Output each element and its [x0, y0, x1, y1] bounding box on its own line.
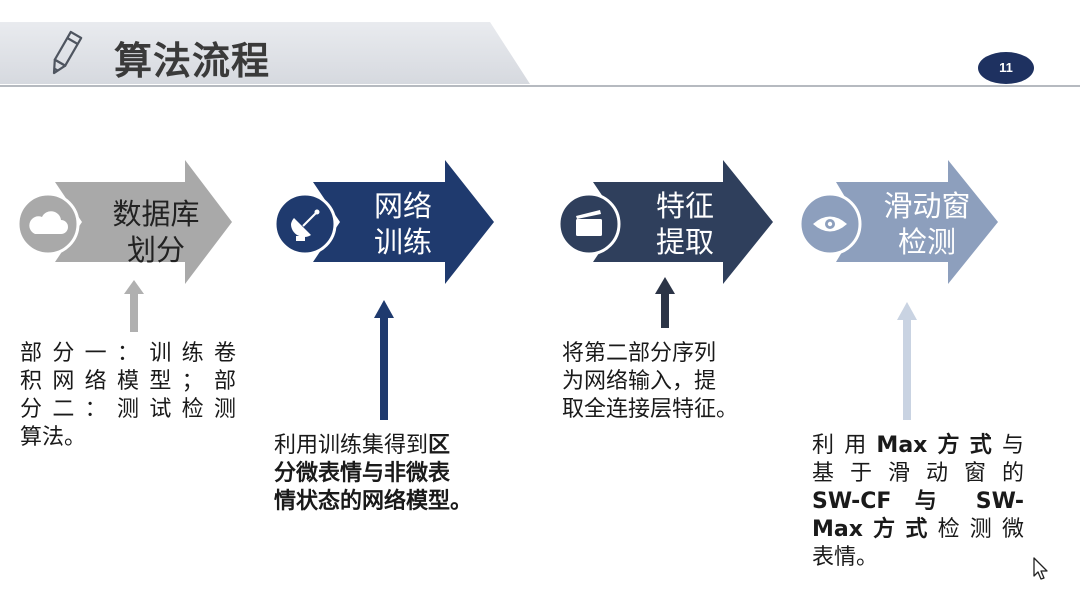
satellite-dish-icon — [290, 209, 320, 241]
connector-arrow-2 — [374, 300, 394, 420]
page-title: 算法流程 — [114, 39, 271, 83]
step-1-arrow — [55, 160, 232, 284]
eye-icon — [813, 216, 847, 232]
description-step-2: 利用训练集得到区 分微表情与非微表 情状态的网络模型。 — [274, 433, 473, 514]
step-4-label: 滑动窗 检测 — [883, 189, 971, 259]
pencil-icon — [52, 30, 83, 75]
step-4-arrow — [836, 160, 998, 284]
connector-arrow-4 — [897, 302, 917, 420]
step-3-arrow — [593, 160, 773, 284]
header-band — [0, 22, 1080, 87]
step-1-label: 数据库 划分 — [112, 197, 200, 267]
mouse-cursor-icon — [1033, 557, 1048, 580]
step-3-label: 特征 提取 — [655, 189, 714, 259]
description-step-1: 部分一：训练卷 积网络模型；部 分二：测试检测 算法。 — [20, 341, 236, 450]
page-number-badge: 11 — [978, 52, 1034, 84]
step-2-label: 网络 训练 — [373, 189, 432, 259]
description-step-3: 将第二部分序列 为网络输入，提 取全连接层特征。 — [562, 341, 739, 422]
connector-arrow-3 — [655, 277, 675, 328]
connector-arrow-1 — [124, 280, 144, 332]
clapperboard-icon — [576, 210, 602, 236]
step-2-arrow — [313, 160, 494, 284]
description-step-4: 利用Max方式与 基于滑动窗的 SW-CF 与 SW- Max方式检测微 表情。 — [812, 433, 1024, 570]
cloud-icon — [29, 211, 68, 234]
